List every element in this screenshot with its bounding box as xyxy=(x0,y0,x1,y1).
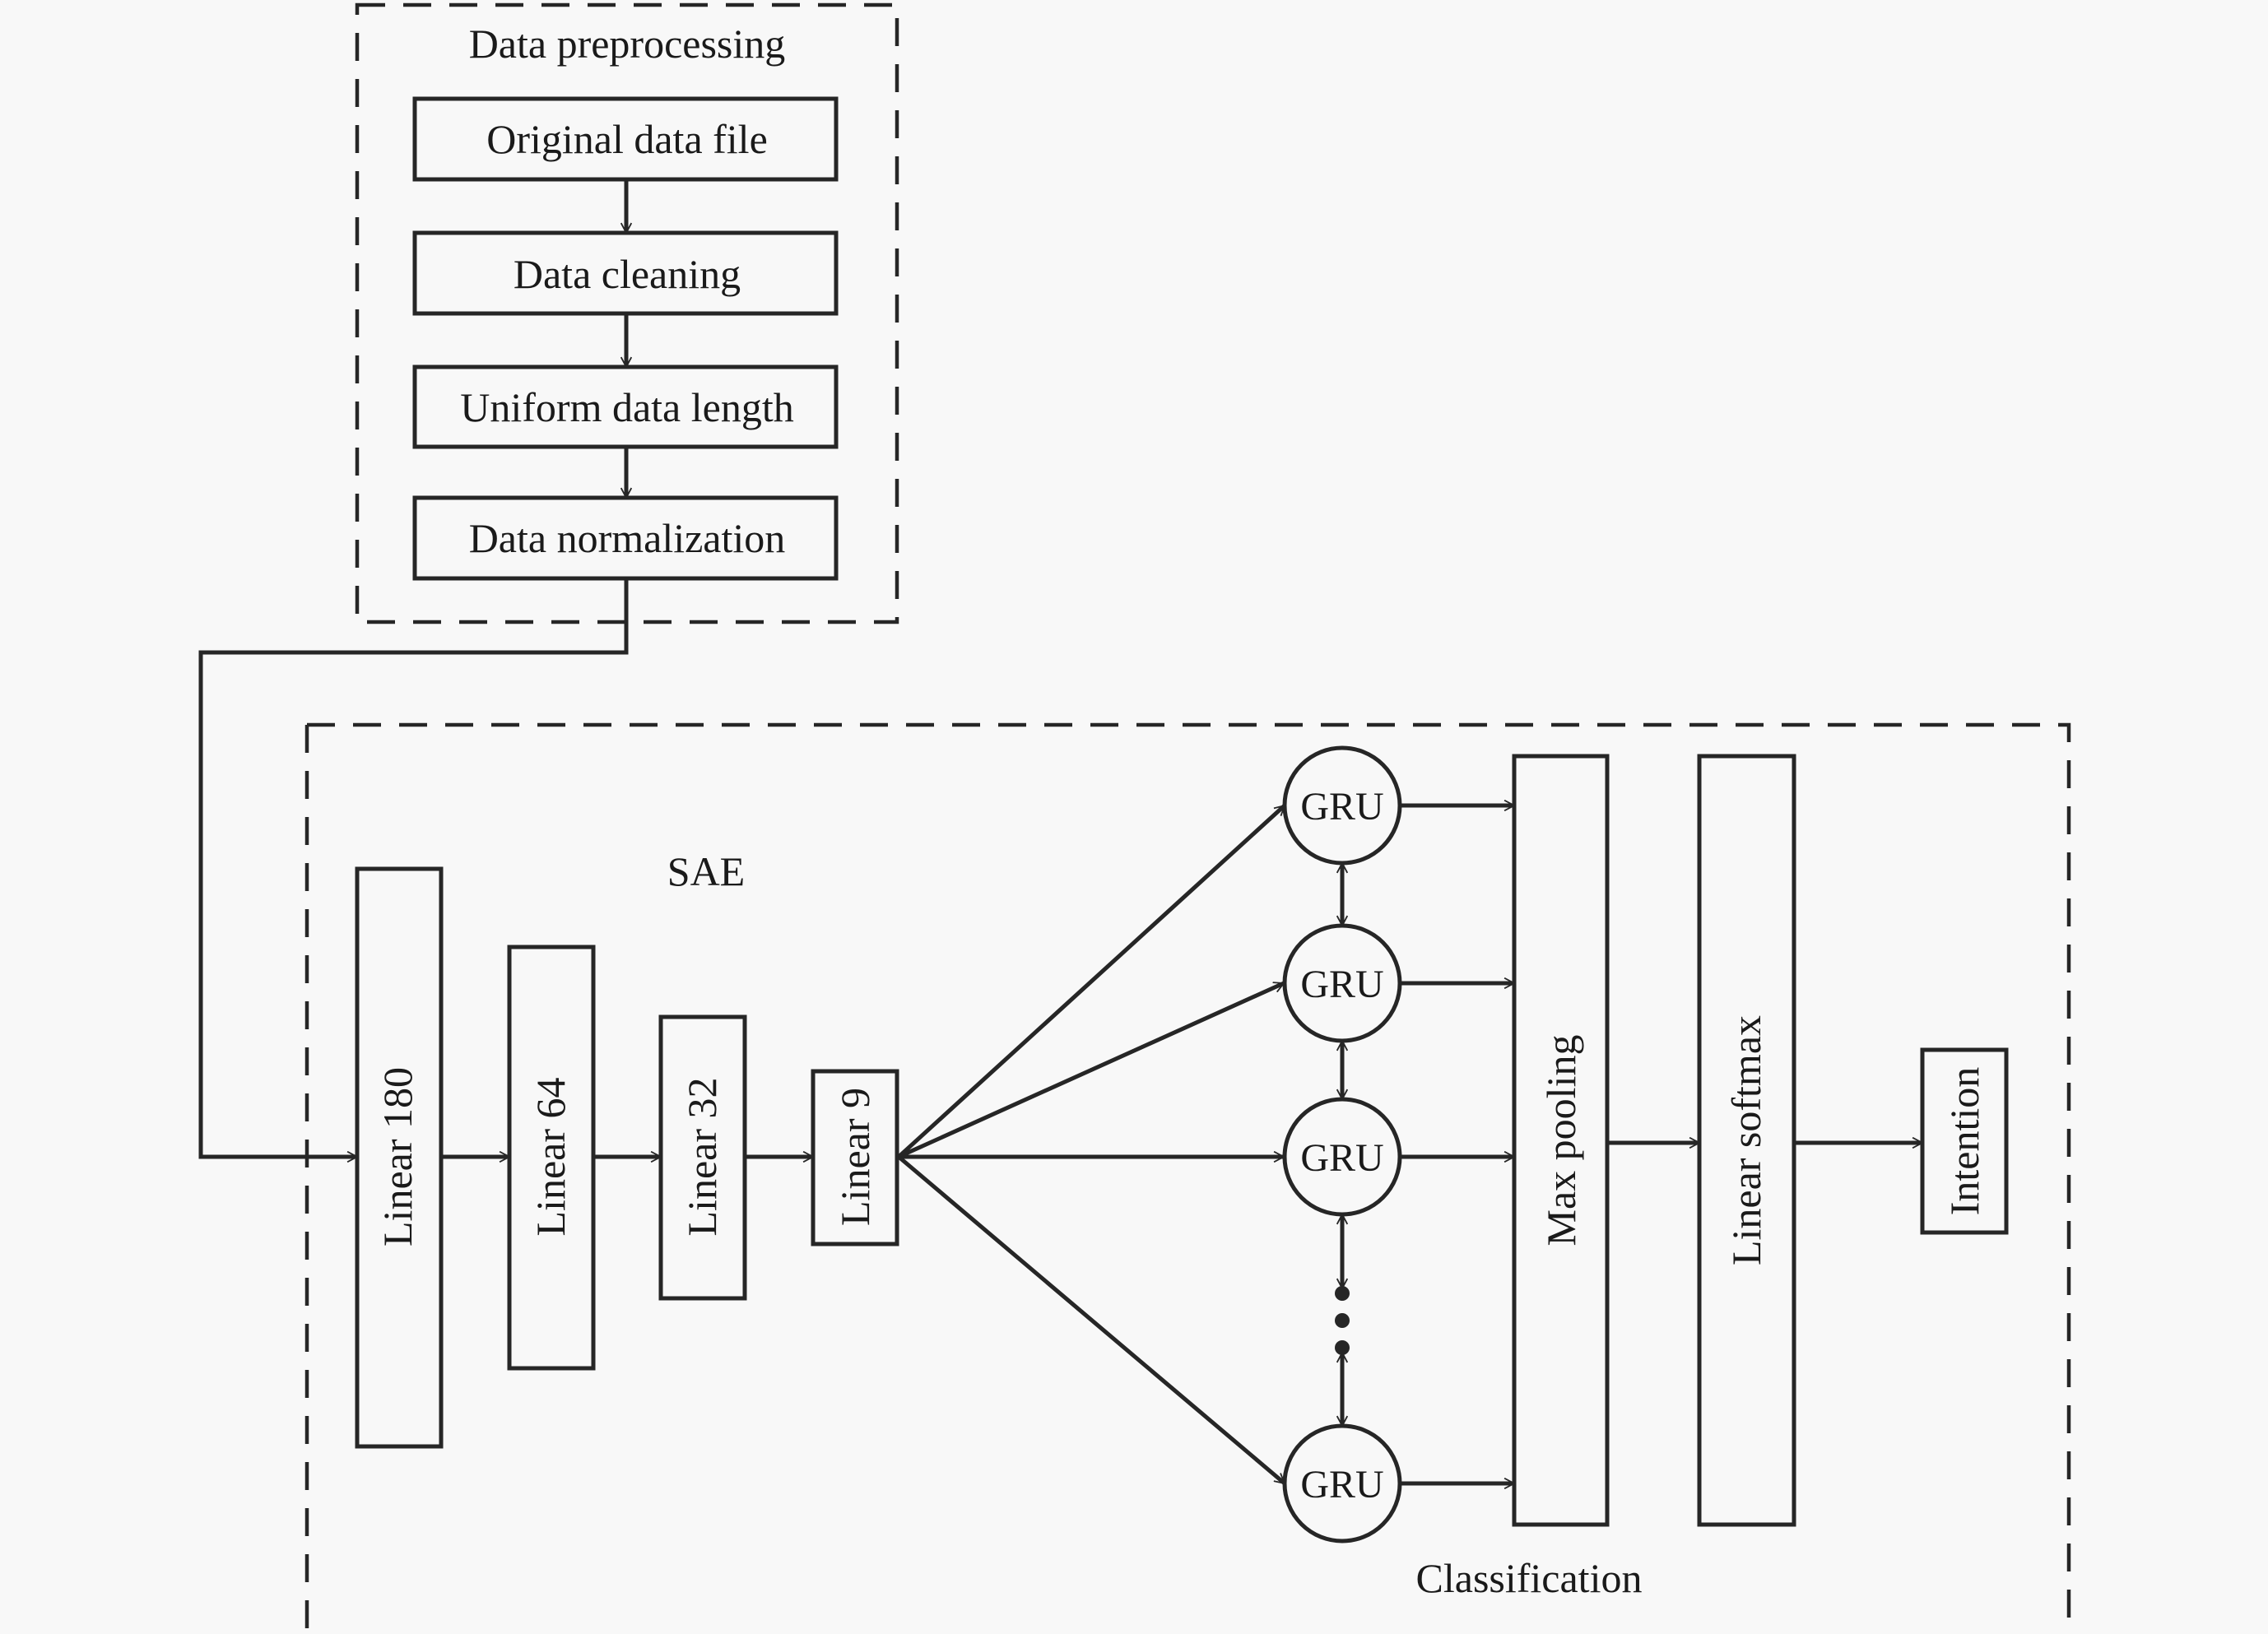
layer-label: Linear 64 xyxy=(527,1078,574,1237)
arrow-linear9-to-gru2 xyxy=(897,981,1284,1159)
step-data-normalization[interactable]: Data normalization xyxy=(412,495,839,581)
linear-softmax-layer[interactable]: Linear softmax xyxy=(1697,754,1796,1527)
layer-label: Linear 9 xyxy=(832,1088,878,1226)
intention-label: Intention xyxy=(1941,1067,1987,1216)
gru-label: GRU xyxy=(1300,785,1383,829)
step-label: Data normalization xyxy=(469,515,786,561)
arrow-preprocessing-to-sae xyxy=(198,578,629,1157)
linear-softmax-label: Linear softmax xyxy=(1723,1015,1769,1265)
step-label: Uniform data length xyxy=(460,384,793,430)
preprocessing-group-label: Data preprocessing xyxy=(469,21,786,67)
max-pooling-layer[interactable]: Max pooling xyxy=(1512,754,1610,1527)
gru-label: GRU xyxy=(1300,963,1383,1006)
arrow-linear9-to-gru1 xyxy=(897,804,1286,1158)
intention-output[interactable]: Intention xyxy=(1920,1047,2009,1235)
sae-group-label: SAE xyxy=(667,848,745,894)
layer-linear-64[interactable]: Linear 64 xyxy=(507,945,596,1371)
gru-node-2[interactable]: GRU xyxy=(1282,923,1402,1043)
layer-linear-9[interactable]: Linear 9 xyxy=(811,1069,899,1246)
gru-node-3[interactable]: GRU xyxy=(1282,1097,1402,1217)
step-label: Original data file xyxy=(486,116,768,162)
layer-label: Linear 180 xyxy=(374,1067,421,1246)
layer-label: Linear 32 xyxy=(679,1078,725,1237)
gru-node-1[interactable]: GRU xyxy=(1282,745,1402,866)
preprocessing-group-border xyxy=(355,2,899,624)
classification-group-label: Classification xyxy=(1416,1555,1643,1601)
ellipsis-dots xyxy=(1335,1286,1350,1355)
step-label: Data cleaning xyxy=(514,251,741,297)
preprocessing-group: Data preprocessing Original data file Da… xyxy=(355,2,899,624)
arrow-linear9-to-grun xyxy=(897,1155,1286,1485)
model-group-border xyxy=(304,722,2071,1634)
layer-linear-180[interactable]: Linear 180 xyxy=(355,866,444,1449)
gru-label: GRU xyxy=(1300,1463,1383,1506)
step-data-cleaning[interactable]: Data cleaning xyxy=(412,230,839,316)
gru-node-n[interactable]: GRU xyxy=(1282,1423,1402,1543)
step-uniform-data-length[interactable]: Uniform data length xyxy=(412,364,839,449)
layer-linear-32[interactable]: Linear 32 xyxy=(658,1014,747,1301)
max-pooling-label: Max pooling xyxy=(1538,1035,1584,1246)
gru-label: GRU xyxy=(1300,1136,1383,1180)
step-original-data-file[interactable]: Original data file xyxy=(412,96,839,182)
